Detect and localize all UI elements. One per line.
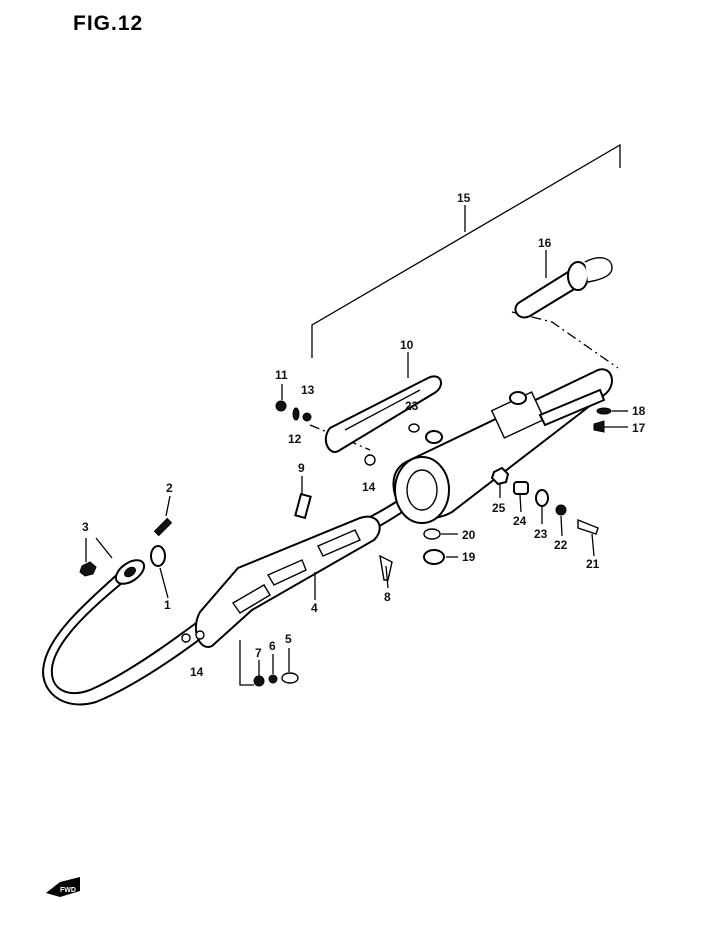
leader-lines — [85, 250, 628, 686]
forward-arrow-icon: FWD — [46, 877, 80, 897]
callout-10: 10 — [400, 338, 414, 352]
muffler — [392, 368, 613, 524]
exhaust-pipe — [42, 496, 410, 706]
callout-22: 22 — [554, 538, 568, 552]
callout-17: 17 — [632, 421, 646, 435]
callout-16: 16 — [538, 236, 552, 250]
callout-7: 7 — [255, 646, 262, 660]
callout-numbers: 1 2 3 4 5 6 7 8 9 10 11 12 13 14 14 15 1… — [82, 191, 646, 679]
assembly-bracket-15 — [311, 143, 621, 358]
callout-9: 9 — [298, 461, 305, 475]
callout-13: 13 — [301, 383, 315, 397]
callout-19: 19 — [462, 550, 476, 564]
callout-25: 25 — [492, 501, 506, 515]
callout-6: 6 — [269, 639, 276, 653]
figure-title: FIG.12 — [73, 12, 143, 35]
callout-1: 1 — [164, 598, 171, 612]
callout-2: 2 — [166, 481, 173, 495]
callout-5: 5 — [285, 632, 292, 646]
callout-20: 20 — [462, 528, 476, 542]
callout-3: 3 — [82, 520, 89, 534]
callout-23-upper: 23 — [405, 399, 419, 413]
callout-15: 15 — [457, 191, 471, 205]
callout-8: 8 — [384, 590, 391, 604]
callout-12: 12 — [288, 432, 302, 446]
fwd-label: FWD — [60, 887, 76, 894]
heat-shield — [324, 375, 443, 453]
callout-21: 21 — [586, 557, 600, 571]
callout-4: 4 — [311, 601, 318, 615]
hardware — [79, 400, 612, 687]
callout-18: 18 — [632, 404, 646, 418]
callout-11: 11 — [275, 368, 288, 382]
callout-14-lower: 14 — [190, 665, 204, 679]
callout-14-upper: 14 — [362, 480, 376, 494]
callout-24: 24 — [513, 514, 527, 528]
tail-pipe — [514, 257, 613, 319]
callout-23-lower: 23 — [534, 527, 548, 541]
